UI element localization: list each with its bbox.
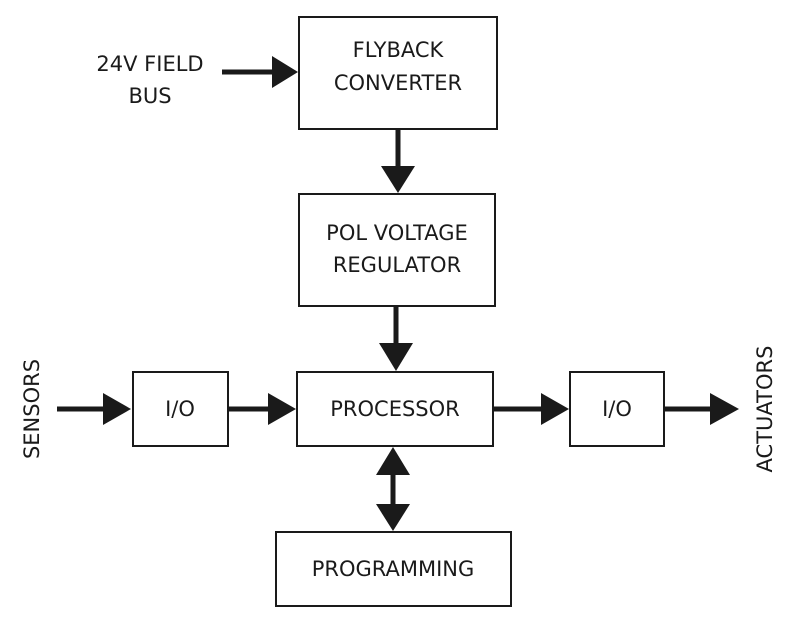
arrow-flyback-to-pol xyxy=(381,129,415,193)
programming-block: PROGRAMMING xyxy=(275,531,512,607)
actuators-label: ACTUATORS xyxy=(753,346,777,473)
arrow-io-to-processor xyxy=(228,393,296,425)
io-right-block: I/O xyxy=(569,371,665,447)
pol-voltage-regulator-block: POL VOLTAGE REGULATOR xyxy=(298,193,496,307)
flyback-label-line2: CONVERTER xyxy=(334,71,462,95)
pol-label-line1: POL VOLTAGE xyxy=(326,221,468,245)
processor-label: PROCESSOR xyxy=(330,397,460,421)
field-bus-label-line1: 24V FIELD xyxy=(96,52,203,76)
flyback-converter-block: FLYBACK CONVERTER xyxy=(298,16,498,130)
processor-block: PROCESSOR xyxy=(296,371,494,447)
pol-label-line2: REGULATOR xyxy=(333,253,461,277)
io-right-label: I/O xyxy=(602,397,632,421)
io-left-label: I/O xyxy=(165,397,195,421)
arrow-sensors-to-io xyxy=(57,393,131,425)
arrow-processor-to-io xyxy=(493,393,569,425)
io-left-block: I/O xyxy=(132,371,229,447)
arrow-io-to-actuators xyxy=(664,393,739,425)
flyback-label-line1: FLYBACK xyxy=(353,38,445,62)
arrow-pol-to-processor xyxy=(379,306,413,371)
arrow-field-bus-to-flyback xyxy=(222,56,298,88)
programming-label: PROGRAMMING xyxy=(312,557,475,581)
arrow-processor-programming-bidirectional xyxy=(376,447,410,531)
sensors-label: SENSORS xyxy=(20,359,44,459)
field-bus-label-line2: BUS xyxy=(128,84,171,108)
